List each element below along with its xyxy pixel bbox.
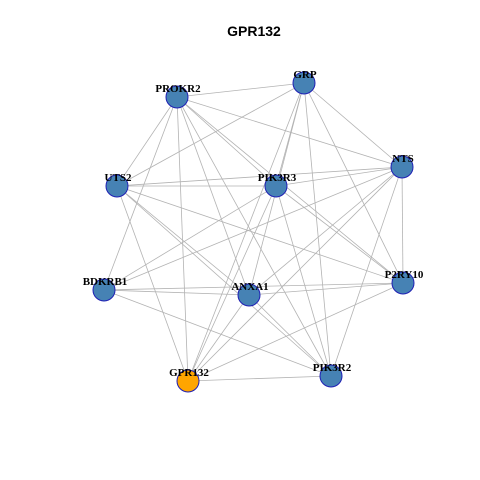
- edge-bdkrb1-pik3r2: [103, 289, 332, 377]
- edge-nts-anxa1: [248, 166, 403, 296]
- edge-prokr2-bdkrb1: [103, 96, 178, 291]
- edge-nts-pik3r3: [275, 166, 403, 187]
- edge-anxa1-pik3r2: [248, 294, 332, 377]
- edge-prokr2-anxa1: [176, 96, 250, 296]
- edge-bdkrb1-anxa1: [103, 289, 250, 296]
- edge-prokr2-pik3r2: [176, 96, 332, 377]
- edge-pik3r3-bdkrb1: [103, 185, 277, 291]
- node-label-grp: GRP: [293, 69, 317, 81]
- edge-prokr2-uts2: [116, 96, 178, 187]
- edge-prokr2-p2ry10: [176, 96, 404, 284]
- edge-pik3r3-pik3r2: [275, 185, 332, 377]
- node-pik3r3[interactable]: [264, 174, 288, 198]
- edge-nts-uts2: [116, 166, 403, 187]
- edge-nts-p2ry10: [401, 166, 404, 284]
- node-label-uts2: UTS2: [105, 172, 132, 184]
- edge-prokr2-nts: [176, 96, 403, 168]
- node-label-gpr132: GPR132: [169, 367, 209, 379]
- edge-prokr2-pik3r3: [176, 96, 277, 187]
- node-label-pik3r2: PIK3R2: [313, 362, 352, 374]
- edges-layer: [103, 82, 404, 382]
- node-label-nts: NTS: [392, 153, 413, 165]
- node-bdkrb1[interactable]: [92, 278, 116, 302]
- edge-grp-p2ry10: [303, 82, 404, 284]
- edge-nts-bdkrb1: [103, 166, 403, 291]
- node-label-p2ry10: P2RY10: [385, 269, 424, 281]
- edge-anxa1-gpr132: [187, 294, 250, 382]
- edge-p2ry10-anxa1: [248, 282, 404, 296]
- node-label-anxa1: ANXA1: [231, 281, 268, 293]
- node-gpr132[interactable]: [176, 369, 200, 393]
- graph-title: GPR132: [227, 23, 281, 39]
- node-label-pik3r3: PIK3R3: [258, 172, 297, 184]
- edge-pik3r2-gpr132: [187, 375, 332, 382]
- edge-p2ry10-gpr132: [187, 282, 404, 382]
- edge-uts2-pik3r2: [116, 185, 332, 377]
- edge-pik3r3-p2ry10: [275, 185, 404, 284]
- edge-grp-prokr2: [176, 82, 305, 98]
- node-p2ry10[interactable]: [391, 271, 415, 295]
- edge-grp-uts2: [116, 82, 305, 187]
- node-label-prokr2: PROKR2: [155, 83, 201, 95]
- edge-uts2-anxa1: [116, 185, 250, 296]
- node-pik3r2[interactable]: [319, 364, 343, 388]
- edge-grp-gpr132: [187, 82, 305, 382]
- edge-prokr2-gpr132: [176, 96, 189, 382]
- nodes-layer: [92, 71, 415, 393]
- node-nts[interactable]: [390, 155, 414, 179]
- node-uts2[interactable]: [105, 174, 129, 198]
- edge-uts2-gpr132: [116, 185, 189, 382]
- edge-nts-gpr132: [187, 166, 403, 382]
- node-prokr2[interactable]: [165, 85, 189, 109]
- edge-uts2-p2ry10: [116, 185, 404, 284]
- edge-grp-nts: [303, 82, 403, 168]
- node-anxa1[interactable]: [237, 283, 261, 307]
- edge-pik3r3-gpr132: [187, 185, 277, 382]
- edge-grp-pik3r2: [303, 82, 332, 377]
- node-grp[interactable]: [292, 71, 316, 95]
- edge-nts-pik3r2: [330, 166, 403, 377]
- node-label-bdkrb1: BDKRB1: [83, 276, 128, 288]
